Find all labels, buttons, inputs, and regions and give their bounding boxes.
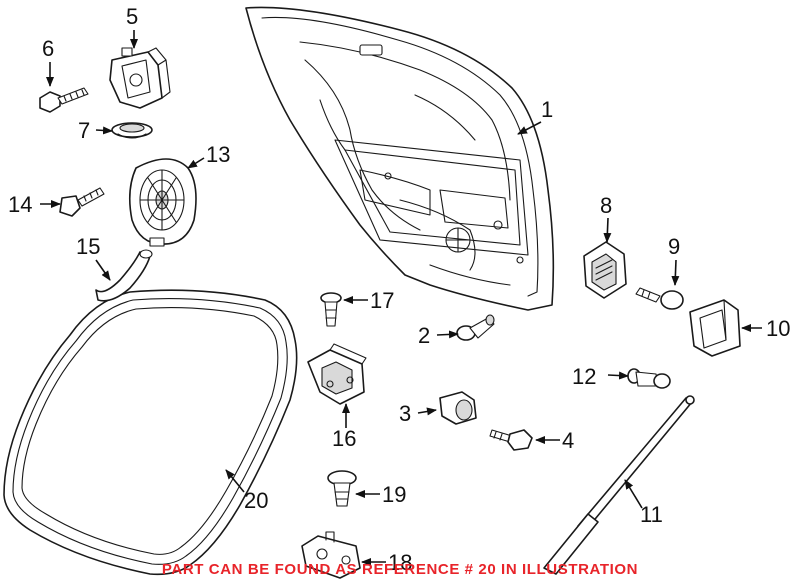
gas-strut [543, 395, 695, 575]
reference-note: PART CAN BE FOUND AS REFERENCE # 20 IN I… [161, 561, 639, 578]
part-label-8: 8 [600, 193, 612, 218]
callout-arrows [40, 30, 762, 566]
release-switch [583, 241, 627, 299]
part-label-4: 4 [562, 428, 574, 453]
part-label-13: 13 [206, 142, 230, 167]
part-label-19: 19 [382, 482, 406, 507]
part-label-14: 14 [8, 192, 32, 217]
retainer-clip-upper [320, 292, 342, 327]
washer-hose [95, 249, 153, 302]
part-label-12: 12 [572, 364, 596, 389]
part-label-16: 16 [332, 426, 356, 451]
speaker [128, 158, 197, 247]
part-label-15: 15 [76, 234, 100, 259]
part-label-1: 1 [541, 97, 553, 122]
part-label-11: 11 [640, 502, 663, 527]
part-label-18: 18 [388, 550, 412, 575]
striker-cover [689, 299, 741, 357]
cushion-bolt [489, 429, 533, 451]
ball-stud [627, 368, 671, 389]
striker-bolt [635, 287, 684, 310]
part-label-9: 9 [668, 234, 680, 259]
rear-glass-seal [3, 289, 298, 576]
hinge-bolt [39, 87, 89, 113]
part-label-5: 5 [126, 4, 138, 29]
speaker-bolt [59, 187, 105, 217]
part-label-20: 20 [244, 488, 268, 513]
liftgate-panel [245, 6, 555, 311]
part-label-17: 17 [370, 288, 394, 313]
part-label-7: 7 [78, 118, 90, 143]
part-label-6: 6 [42, 36, 54, 61]
liftgate-latch [307, 343, 367, 405]
part-label-10: 10 [766, 316, 790, 341]
mount-bracket [301, 531, 361, 579]
hinge [109, 47, 171, 109]
grommet [111, 122, 153, 139]
retainer-clip-lower [327, 470, 357, 507]
bumper-stop [456, 314, 495, 341]
part-number-labels: 1 2 3 4 5 6 7 8 9 10 11 12 13 14 15 16 1… [8, 4, 790, 575]
part-label-3: 3 [399, 401, 411, 426]
part-label-2: 2 [418, 323, 430, 348]
bumper-cushion [439, 391, 477, 425]
